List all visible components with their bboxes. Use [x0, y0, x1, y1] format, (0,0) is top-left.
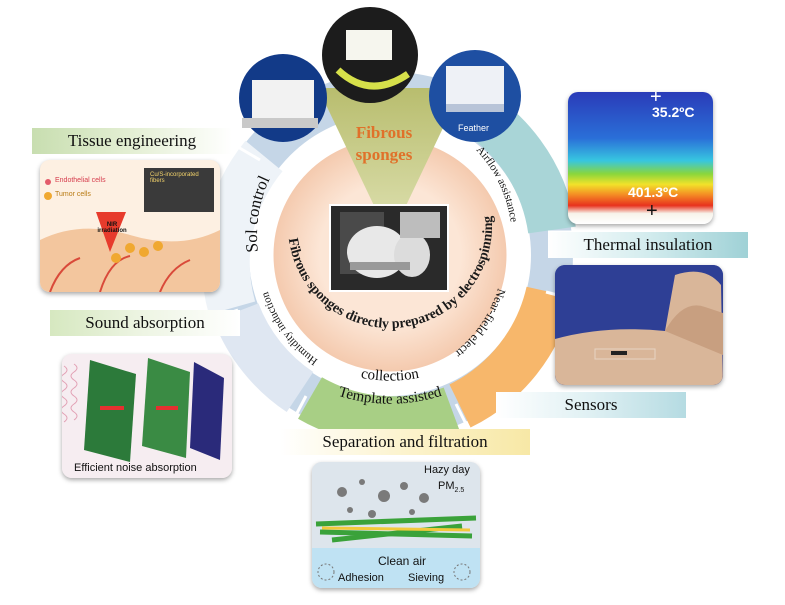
title-line-1: Fibrous [356, 123, 413, 142]
tissue-illustration [40, 160, 220, 292]
segment-nearfield [448, 286, 574, 428]
tissue-fibers-text: Cu/S-incorporated fibers [150, 172, 199, 184]
wrist-sensor-illustration [555, 265, 723, 385]
thermal-insulation-panel: + 35.2ºC 401.3ºC + [568, 92, 713, 224]
tissue-endothelial-text: Endothelial cells [55, 177, 106, 184]
sponge-photo-middle [322, 7, 418, 103]
thermal-plus-bottom: + [646, 200, 658, 222]
filtration-adhesion-text: Adhesion [338, 572, 384, 584]
fibrous-cone [318, 88, 462, 214]
tissue-engineering-panel: Endothelial cells Tumor cells NIR irradi… [40, 160, 220, 292]
tissue-nir-text: NIR irradiation [97, 222, 127, 234]
label-thermal-insulation: Thermal insulation [548, 232, 748, 258]
filtration-hazy-text: Hazy day [424, 464, 470, 476]
segment-template-label-2: collection [360, 366, 421, 385]
thermal-bottom-temp: 401.3ºC [628, 184, 679, 200]
sound-caption: Efficient noise absorption [74, 462, 197, 474]
sponge-photo-left [239, 54, 327, 142]
filtration-clean-text: Clean air [378, 554, 427, 568]
filtration-sieving-text: Sieving [408, 572, 445, 584]
label-sensors: Sensors [496, 392, 686, 418]
tissue-tumor-text: Tumor cells [55, 191, 91, 198]
label-sound-absorption: Sound absorption [50, 310, 240, 336]
label-separation-filtration: Separation and filtration [280, 429, 530, 455]
filtration-pm-text: PM2.5 [438, 480, 465, 495]
filtration-panel: Hazy day PM2.5 Clean air Adhesion Sievin… [312, 462, 480, 588]
thermal-top-temp: 35.2ºC [652, 104, 695, 120]
segment-humidity [213, 302, 314, 412]
feather-caption: Feather [458, 123, 489, 133]
label-tissue-engineering: Tissue engineering [32, 128, 232, 154]
sponge-photo-right [429, 50, 521, 142]
apparatus-photo [329, 204, 449, 292]
sensors-panel [555, 265, 723, 385]
filtration-illustration [312, 462, 480, 588]
title-line-2: sponges [356, 145, 413, 164]
segment-template-label-1: Template assisted [337, 384, 444, 408]
segment-sol [201, 140, 283, 315]
thermal-plus-top: + [650, 92, 662, 108]
sound-absorption-panel: Efficient noise absorption [62, 354, 232, 478]
segment-template [298, 376, 461, 445]
sound-illustration [62, 354, 232, 478]
